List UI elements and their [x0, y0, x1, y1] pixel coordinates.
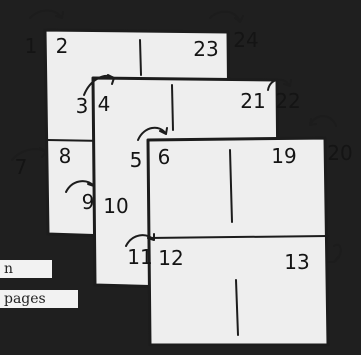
- page-number: 20: [327, 143, 352, 163]
- page-number: 7: [15, 157, 28, 177]
- page-number: 21: [240, 91, 265, 111]
- caption-bottom: pages: [0, 290, 78, 308]
- page-number: 5: [130, 150, 143, 170]
- arrow-icon: [30, 11, 63, 19]
- caption-top: n: [0, 260, 52, 278]
- page-number: 2: [56, 36, 69, 56]
- arrow-icon: [328, 245, 341, 262]
- page-number: 10: [103, 196, 128, 216]
- page-number: 19: [271, 146, 296, 166]
- page-number: 24: [233, 30, 258, 50]
- arrow-icon: [210, 12, 243, 22]
- page-number: 12: [158, 248, 183, 268]
- page-number: 9: [82, 192, 95, 212]
- page-number: 8: [59, 146, 72, 166]
- page-number: 1: [25, 36, 38, 56]
- page-number: 6: [158, 147, 171, 167]
- page-number: 22: [275, 91, 300, 111]
- page-number: 3: [76, 96, 89, 116]
- page-number: 11: [127, 247, 152, 267]
- fold-line: [172, 85, 173, 130]
- page-number: 23: [193, 39, 218, 59]
- page-number: 13: [284, 252, 309, 272]
- arrow-icon: [310, 116, 336, 126]
- fold-line: [140, 40, 141, 75]
- page-number: 4: [98, 94, 111, 114]
